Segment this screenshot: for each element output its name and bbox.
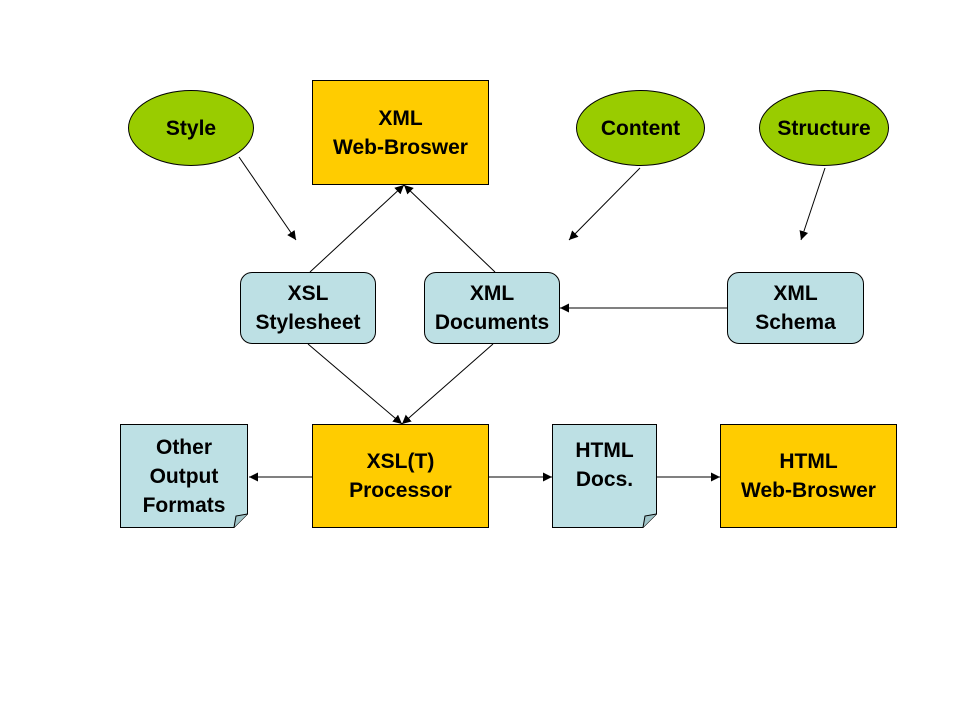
xml-web-browser-label: XML Web-Broswer <box>333 106 468 159</box>
arrow-xsl-stylesheet-to-xml-browser <box>309 184 405 273</box>
other-output-formats-label: Other Output Formats <box>142 435 226 517</box>
xslt-processor-node: XSL(T) Processor <box>312 424 489 528</box>
arrow-xsl-stylesheet-to-xslt-processor <box>307 343 403 425</box>
xml-schema-node: XML Schema <box>727 272 864 344</box>
arrow-xml-documents-to-xslt-processor <box>401 343 494 425</box>
html-docs-label: HTML Docs. <box>575 439 634 491</box>
structure-node: Structure <box>759 90 889 166</box>
xml-schema-label: XML Schema <box>755 282 836 334</box>
arrow-style-to-xsl-stylesheet <box>238 156 297 241</box>
style-label: Style <box>165 116 217 140</box>
xslt-processor-label: XSL(T) Processor <box>349 450 452 502</box>
html-web-browser-node: HTML Web-Broswer <box>720 424 897 528</box>
structure-label: Structure <box>777 116 871 140</box>
arrow-content-to-xml-documents <box>568 167 641 241</box>
style-node: Style <box>128 90 254 166</box>
html-web-browser-label: HTML Web-Broswer <box>741 450 876 502</box>
xml-web-browser-node: XML Web-Broswer <box>312 80 489 185</box>
xml-documents-label: XML Documents <box>434 282 550 334</box>
document-shape-icon <box>120 424 248 528</box>
other-output-formats-node: Other Output Formats <box>120 424 248 528</box>
xml-documents-node: XML Documents <box>424 272 560 344</box>
content-node: Content <box>576 90 705 166</box>
xsl-stylesheet-node: XSL Stylesheet <box>240 272 376 344</box>
xsl-stylesheet-label: XSL Stylesheet <box>255 282 361 334</box>
arrow-structure-to-xml-schema <box>799 167 826 241</box>
content-label: Content <box>600 116 681 140</box>
html-docs-node: HTML Docs. <box>552 424 657 528</box>
document-shape-icon <box>552 424 657 528</box>
arrow-xml-documents-to-xml-browser <box>403 184 496 273</box>
